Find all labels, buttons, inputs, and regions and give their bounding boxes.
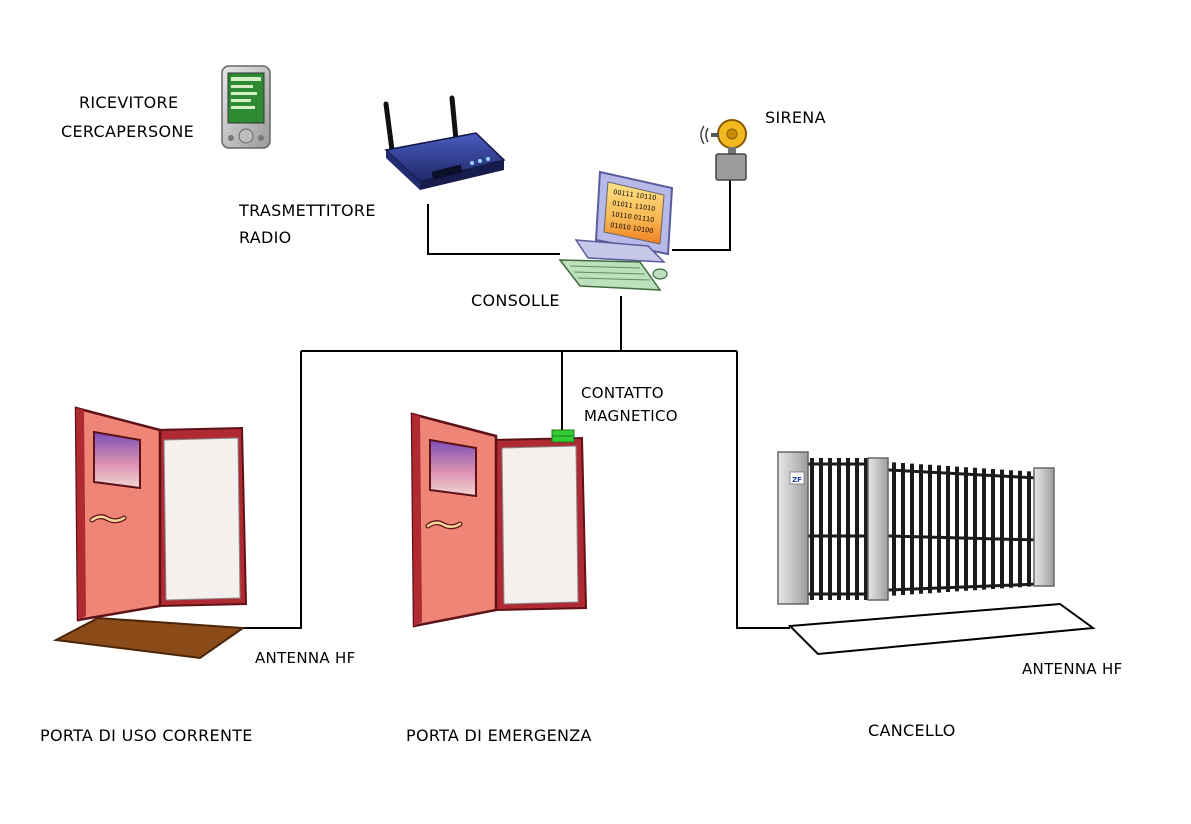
- label-siren: SIRENA: [765, 108, 826, 127]
- wire-console-siren: [672, 180, 731, 251]
- alarm-bell-icon: [700, 119, 747, 181]
- open-door-icon: [52, 406, 248, 660]
- sliding-gate-icon: ZF: [777, 451, 1096, 656]
- label-antenna-left: ANTENNA HF: [255, 649, 356, 667]
- label-pager-receiver: RICEVITORE: [79, 93, 178, 112]
- gate-logo: ZF: [792, 476, 802, 484]
- computer-workstation-icon: 00111 10110 01011 11010 10110 01110 0101…: [558, 170, 674, 291]
- label-pager-receiver: CERCAPERSONE: [61, 122, 194, 141]
- gate-antenna-loop: [787, 602, 1096, 656]
- label-antenna-right: ANTENNA HF: [1022, 660, 1123, 678]
- label-radio-transmitter: RADIO: [239, 228, 292, 247]
- pda-device-icon: [221, 65, 271, 149]
- magnetic-sensor-icon: [551, 429, 575, 443]
- wire-antenna-left: [243, 351, 302, 629]
- wire-transmitter-console: [427, 204, 560, 255]
- label-door-emergency: PORTA DI EMERGENZA: [406, 726, 592, 745]
- labels: RICEVITORE CERCAPERSONE TRASMETTITORE RA…: [40, 93, 1123, 745]
- label-gate: CANCELLO: [868, 721, 956, 740]
- label-magnetic-contact: MAGNETICO: [584, 407, 678, 425]
- wiring: [243, 180, 790, 629]
- doormat: [52, 616, 246, 660]
- label-radio-transmitter: TRASMETTITORE: [238, 201, 376, 220]
- label-console: CONSOLLE: [471, 291, 560, 310]
- wire-antenna-right: [736, 351, 790, 629]
- open-door-icon: [410, 412, 588, 628]
- label-magnetic-contact: CONTATTO: [581, 384, 664, 402]
- label-door-regular: PORTA DI USO CORRENTE: [40, 726, 253, 745]
- wireless-router-icon: [383, 95, 506, 190]
